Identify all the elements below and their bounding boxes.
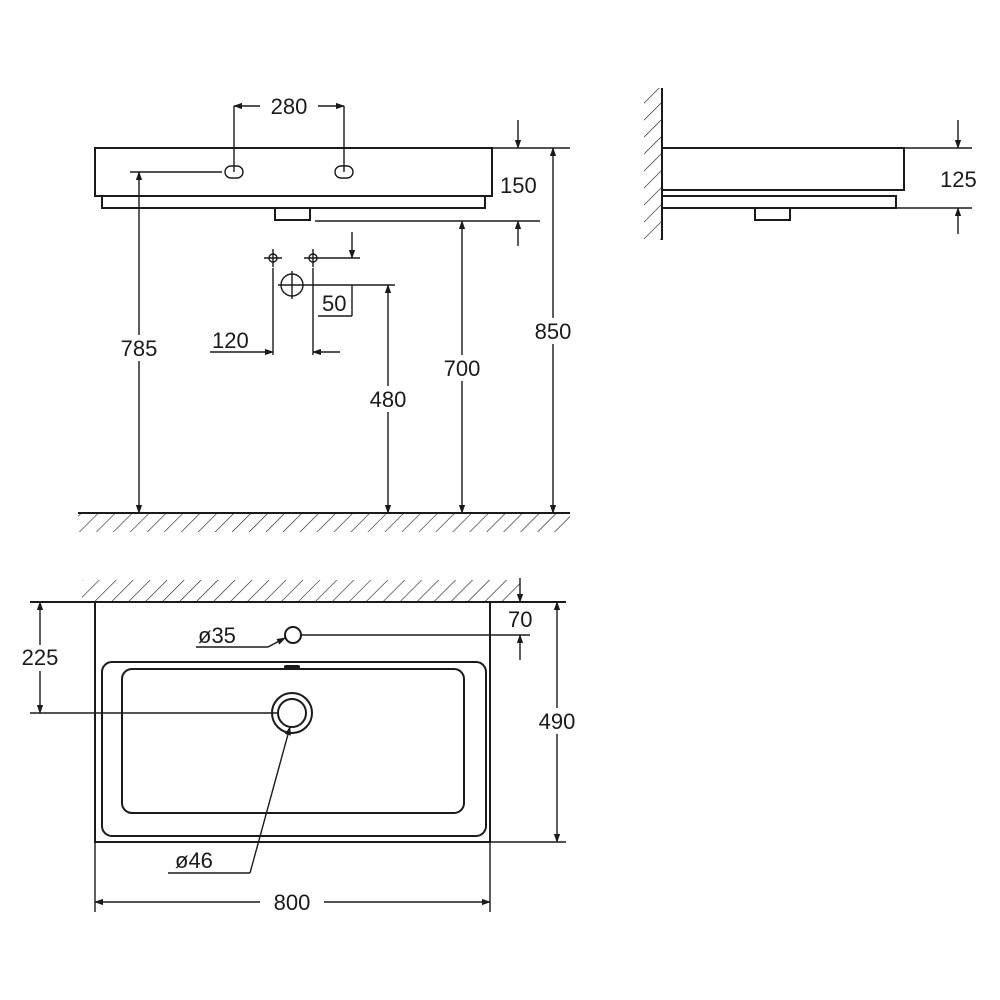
overflow-hole [284,626,302,644]
side-elevation: 125 [644,88,977,240]
dim-depth: 490 [539,709,576,734]
dim-side-height: 125 [940,167,977,192]
dim-supply-spacing: 120 [212,328,249,353]
dim-supply-offset: 50 [322,291,346,316]
floor-hatch [78,514,570,532]
plan-wall-hatch [82,580,520,602]
dim-overflow-setback: 70 [508,607,532,632]
dim-top-height: 850 [535,319,572,344]
wall-hatch [644,88,662,240]
dim-tap-spacing: 280 [271,94,308,119]
front-elevation: 280 150 785 850 700 [78,94,580,532]
plan-view: ø35 70 ø46 225 490 800 [14,578,584,915]
dim-width: 800 [274,890,311,915]
dim-underside-height: 700 [444,356,481,381]
dim-rim-height: 785 [121,336,158,361]
dim-waste-setback: 225 [22,645,59,670]
dim-overflow-diameter: ø35 [198,623,236,648]
dim-waste-diameter: ø46 [175,848,213,873]
dim-overflow-height: 150 [500,173,537,198]
dim-waste-height: 480 [370,387,407,412]
